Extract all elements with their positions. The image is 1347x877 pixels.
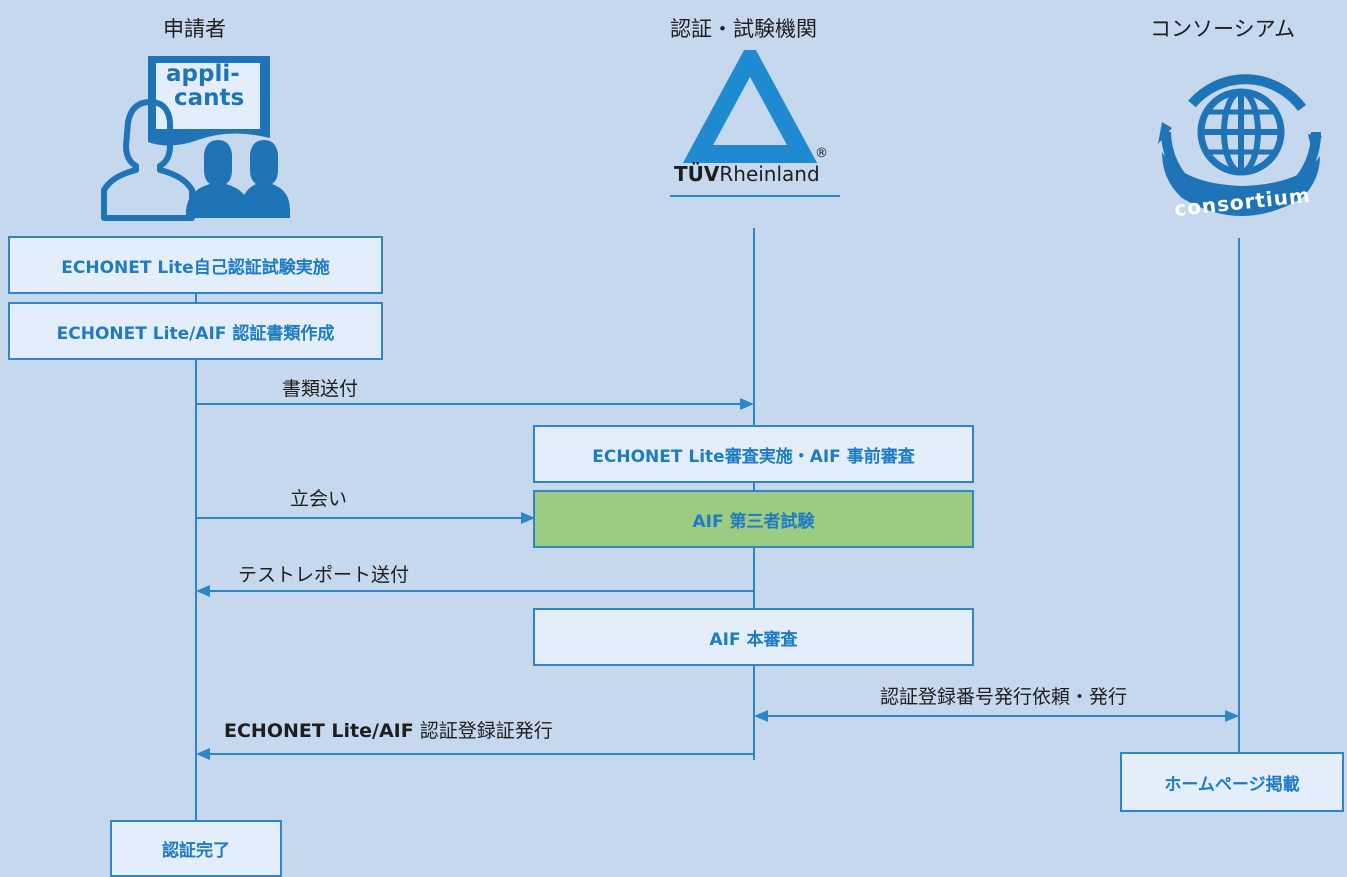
report-send-label: テストレポート送付: [238, 564, 410, 586]
consortium-header: コンソーシアム: [1150, 17, 1296, 41]
cert-issue-label-bold: ECHONET Lite/AIF: [224, 720, 414, 742]
review-box: ECHONET Lite審査実施・AIF 事前審査: [533, 425, 974, 483]
consortium-logo: consortium: [1152, 52, 1330, 222]
applicants-logo: appli- cants: [100, 50, 290, 225]
complete-box: 認証完了: [110, 820, 282, 877]
homepage-box: ホームページ掲載: [1120, 752, 1344, 812]
witness-label: 立会い: [290, 488, 348, 510]
applicants-logo-text-1: appli-: [166, 61, 240, 87]
third-party-test-box: AIF 第三者試験: [533, 490, 974, 548]
tuv-rheinland-logo: TÜVRheinland ®: [670, 50, 845, 200]
self-test-box: ECHONET Lite自己認証試験実施: [8, 236, 383, 294]
certifier-header: 認証・試験機関: [670, 17, 817, 41]
applicants-logo-text-2: cants: [174, 85, 245, 111]
main-review-box: AIF 本審査: [533, 608, 974, 666]
tuv-registered-mark: ®: [815, 146, 828, 161]
doc-send-label: 書類送付: [282, 378, 359, 400]
doc-create-box: ECHONET Lite/AIF 認証書類作成: [8, 302, 383, 360]
tuv-text-bold: TÜV: [674, 162, 720, 186]
tuv-text-regular: Rheinland: [719, 162, 820, 186]
reg-request-label: 認証登録番号発行依頼・発行: [880, 686, 1128, 708]
applicant-header: 申請者: [163, 17, 226, 41]
cert-issue-label: ECHONET Lite/AIF 認証登録証発行: [224, 716, 553, 743]
cert-issue-label-rest: 認証登録証発行: [413, 720, 553, 742]
